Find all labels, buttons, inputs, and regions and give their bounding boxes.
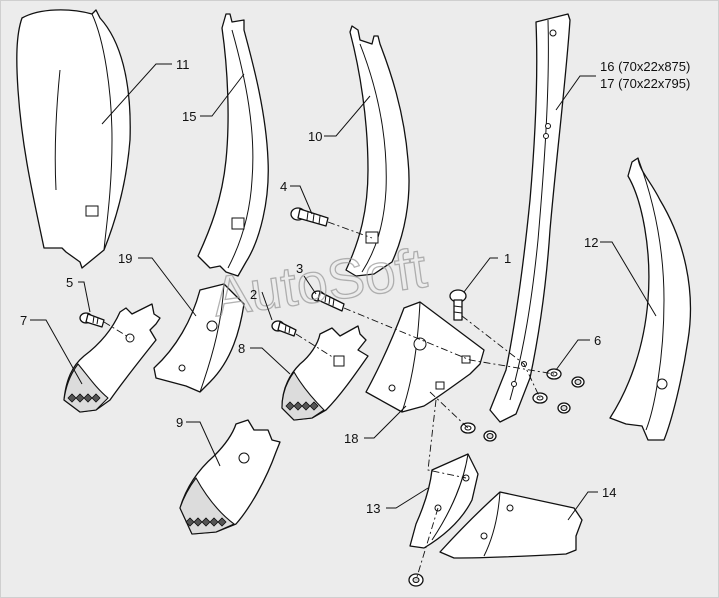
part-16-hole-b — [543, 133, 549, 139]
part-18-hole-b — [461, 355, 471, 364]
part-5-bolt — [79, 312, 105, 328]
part-11-bolt-hole — [85, 205, 99, 217]
leader-lines — [30, 63, 657, 521]
part-4-bolt — [290, 207, 329, 227]
callout-6: 6 — [594, 333, 601, 348]
part-19-wear-plate — [153, 283, 245, 393]
callout-12: 12 — [584, 235, 598, 250]
part-7-toothed-share — [63, 303, 161, 413]
part-2-bolt — [271, 320, 297, 337]
callout-10: 10 — [308, 129, 322, 144]
part-9-bolt-hole — [238, 452, 250, 464]
part-8-bolt-hole — [333, 355, 345, 367]
part-12-curved-wing — [609, 157, 692, 441]
part-14-hole-b — [480, 532, 488, 540]
callout-9: 9 — [176, 415, 183, 430]
part-18-hole-d — [388, 384, 396, 392]
part-12-bolt-hole — [656, 378, 668, 390]
part-16-17-straight-shank — [489, 13, 571, 423]
callout-3: 3 — [296, 261, 303, 276]
part-10-bolt-hole — [365, 231, 379, 244]
part-18-hole-c — [435, 381, 445, 390]
callout-16: 16 (70x22x875) — [600, 59, 690, 74]
callout-17: 17 (70x22x795) — [600, 76, 690, 91]
part-11-moldboard-wing — [16, 9, 131, 269]
part-8-toothed-share — [281, 325, 369, 421]
callout-4: 4 — [280, 179, 287, 194]
callout-5: 5 — [66, 275, 73, 290]
part-15-bolt-hole — [231, 217, 245, 230]
callout-1: 1 — [504, 251, 511, 266]
part-16-hole-top — [549, 29, 557, 37]
assembly-lines — [103, 221, 555, 581]
part-9-toothed-share — [179, 419, 281, 535]
part-14-blade-plate — [439, 491, 583, 559]
callout-15: 15 — [182, 109, 196, 124]
part-19-hole-upper — [206, 320, 218, 332]
part-1-bolt — [449, 289, 467, 321]
part-16-hole-a — [545, 123, 551, 129]
part-3-bolt — [311, 290, 345, 312]
callout-labels: 11 15 10 16 (70x22x875) 17 (70x22x795) 1… — [20, 57, 690, 516]
callout-2: 2 — [250, 287, 257, 302]
part-18-mounting-plate — [365, 301, 485, 413]
callout-8: 8 — [238, 341, 245, 356]
callout-11: 11 — [176, 57, 190, 72]
part-14-hole-a — [506, 504, 514, 512]
callout-18: 18 — [344, 431, 358, 446]
callout-13: 13 — [366, 501, 380, 516]
part-18-hole-a — [413, 337, 427, 351]
part-10-curved-shank — [345, 25, 410, 277]
part-19-hole-lower — [178, 364, 186, 372]
callout-19: 19 — [118, 251, 132, 266]
callout-7: 7 — [20, 313, 27, 328]
part-6-washers-nuts — [408, 368, 585, 587]
part-15-curved-shank — [197, 13, 269, 277]
callout-14: 14 — [602, 485, 616, 500]
part-16-hole-d — [511, 381, 517, 387]
